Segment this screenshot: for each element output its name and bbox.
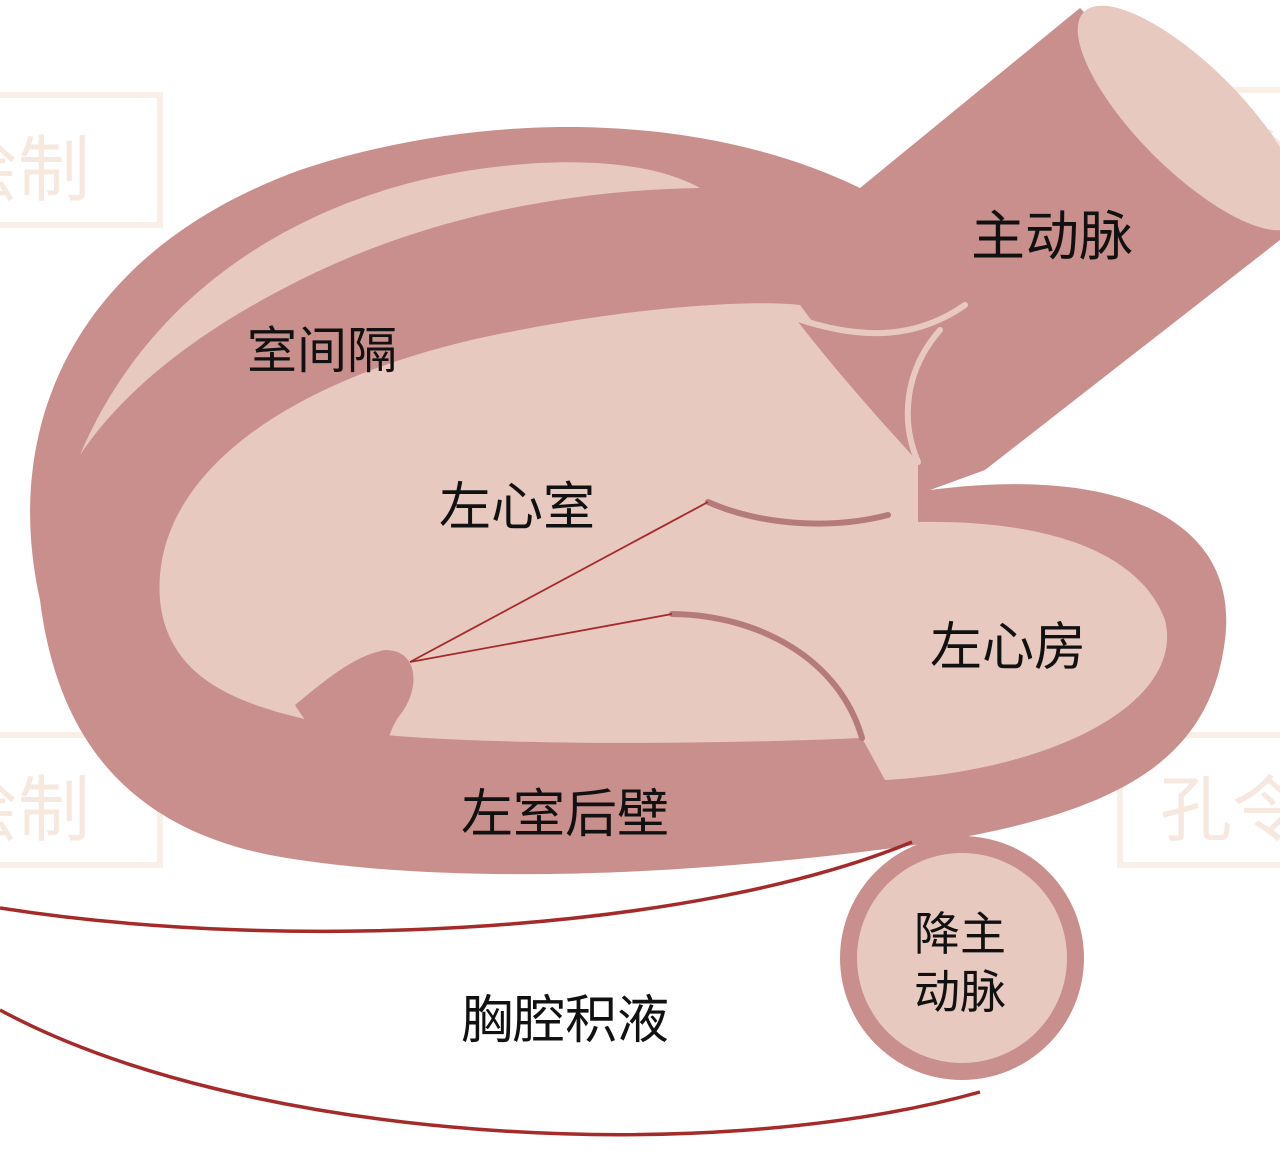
descending-aorta-inner (857, 853, 1067, 1063)
aortic-valve-line-lower (904, 327, 943, 465)
mitral-anterior-leaflet (705, 499, 891, 527)
label-descending-aorta-line1: 降主 (914, 907, 1006, 961)
label-aorta: 主动脉 (971, 205, 1133, 268)
effusion-line-lower (0, 1008, 981, 1137)
chorda-tendinea-lower (409, 613, 673, 663)
aortic-valve-line-upper (792, 302, 968, 337)
watermark-stamp-right-bottom: 孔令秋绘制 (1117, 732, 1280, 868)
aortic-valve-cusp (795, 312, 958, 462)
label-posterior-wall: 左室后壁 (461, 785, 669, 845)
label-left-atrium: 左心房 (930, 618, 1086, 678)
watermark-text-left-bottom: 孔令秋绘制 (0, 768, 90, 852)
watermark-stamp-left-top: 孔令秋绘制 (0, 92, 163, 228)
label-left-ventricle: 左心室 (439, 478, 595, 538)
septum-highlight (80, 162, 700, 455)
label-descending-aorta-line2: 动脉 (914, 965, 1006, 1019)
aorta-opening (1077, 5, 1280, 231)
chorda-tendinea-upper (409, 501, 709, 663)
label-septum: 室间隔 (247, 322, 397, 380)
effusion-line-upper (0, 840, 913, 934)
label-pleural-effusion: 胸腔积液 (461, 991, 669, 1051)
watermark-text-left-top: 孔令秋绘制 (0, 128, 90, 212)
watermark-text-right-bottom: 孔令秋绘制 (1160, 768, 1280, 852)
mitral-posterior-leaflet (669, 611, 865, 741)
watermark-stamp-left-bottom: 孔令秋绘制 (0, 732, 163, 868)
papillary-muscle (295, 650, 414, 780)
